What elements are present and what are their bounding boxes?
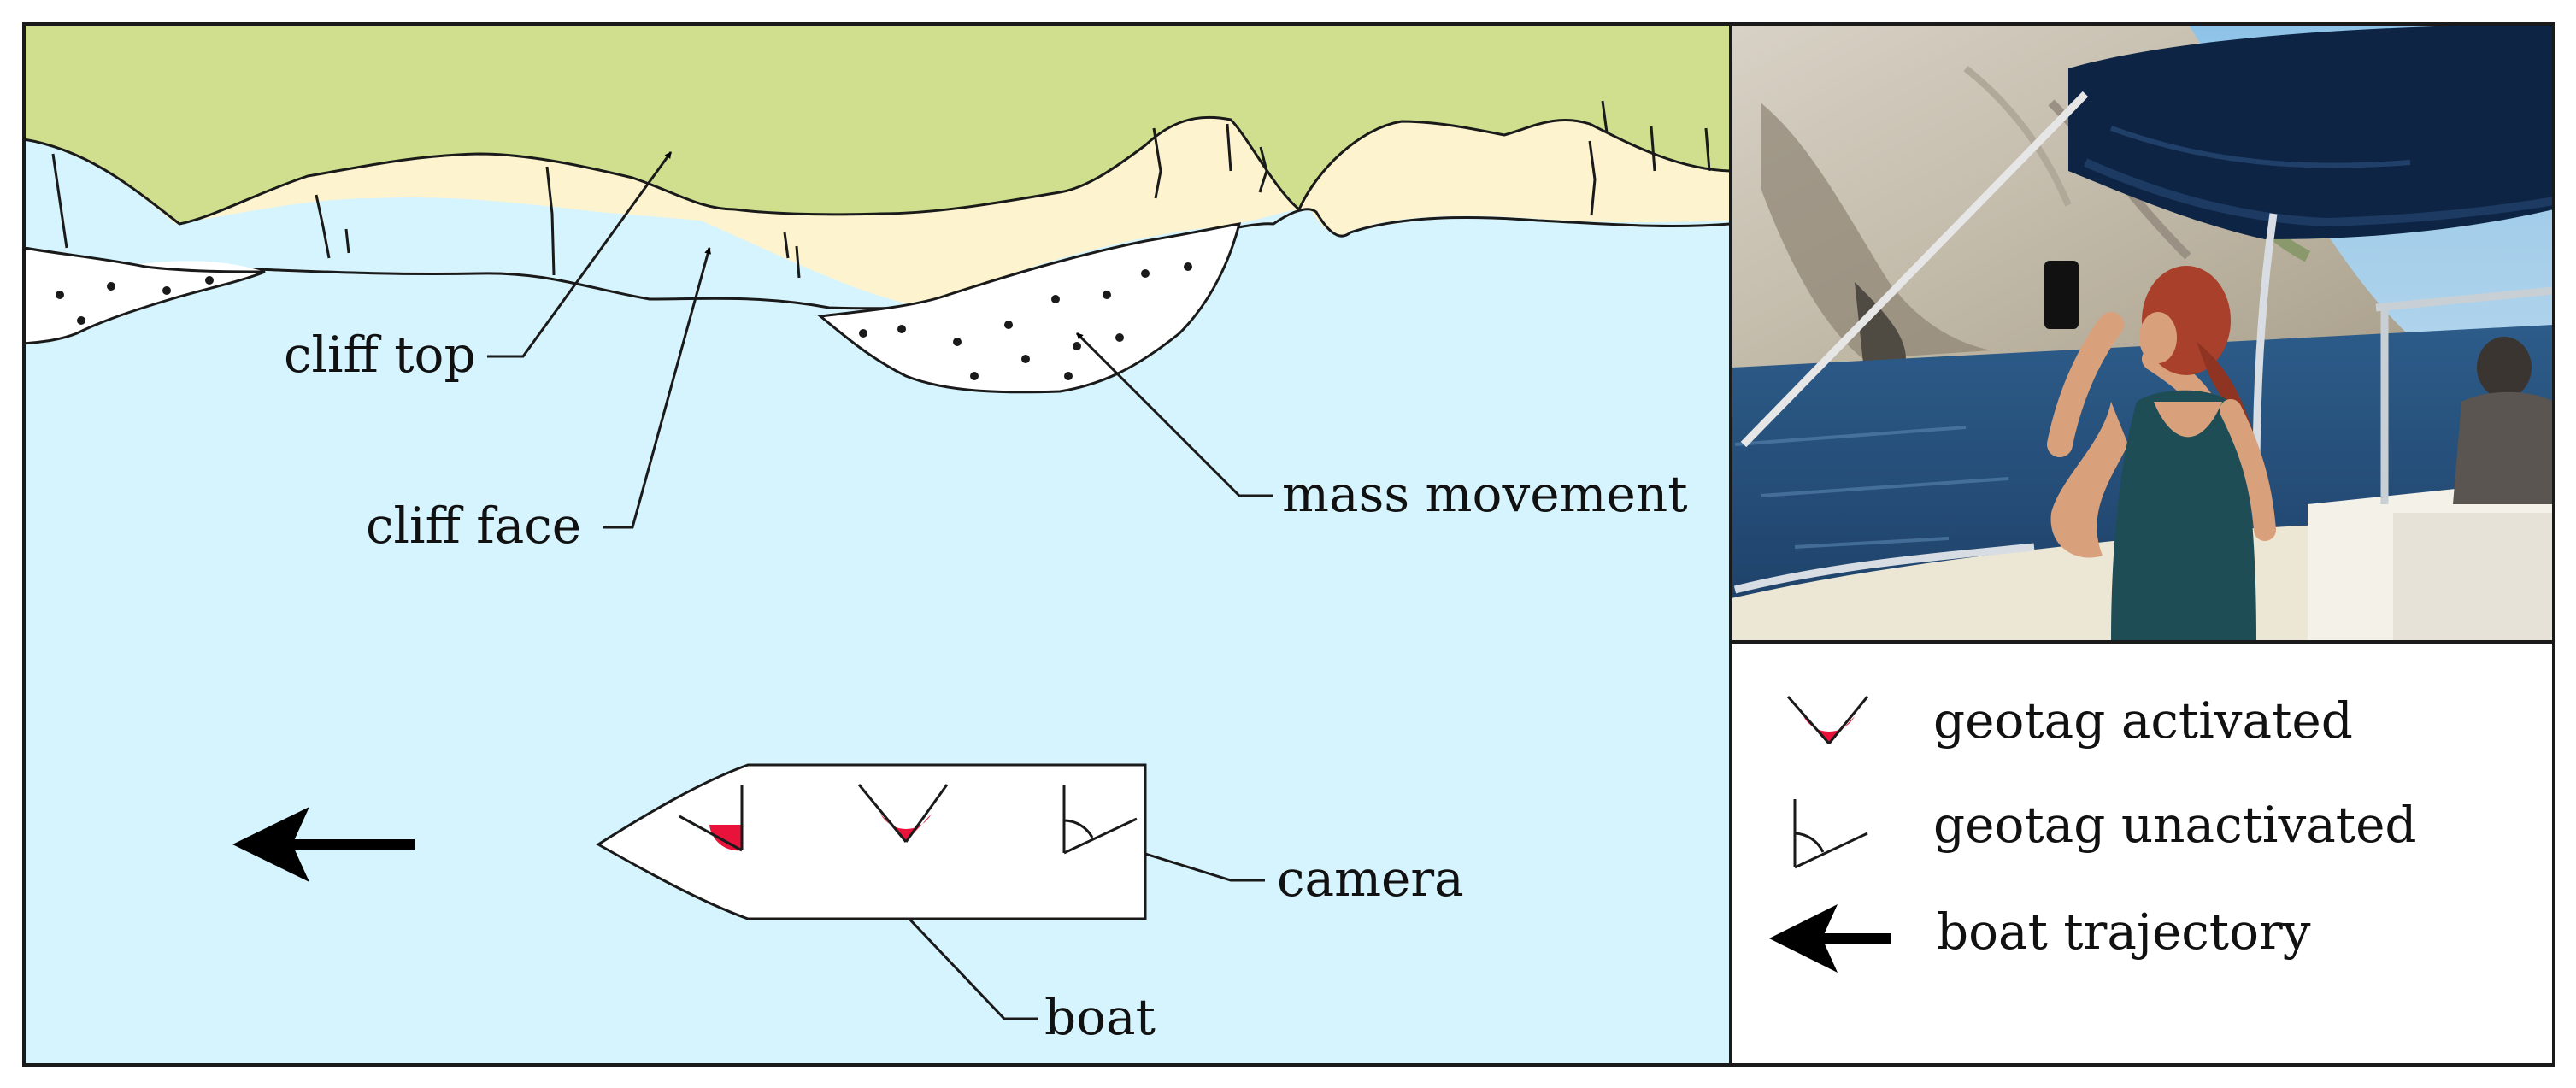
- label-cliff-face: cliff face: [366, 497, 581, 555]
- debris-deposit-main: [817, 222, 1242, 394]
- panel-borders: [22, 22, 2555, 1067]
- legend-label-unactivated: geotag unactivated: [1933, 796, 2417, 854]
- legend-label-trajectory: boat trajectory: [1937, 903, 2311, 961]
- camera-activated-icon: [1786, 696, 1869, 744]
- debris-dots-main: [859, 262, 1192, 380]
- arrow-left-icon: [1769, 904, 1891, 973]
- label-cliff-top: cliff top: [284, 326, 476, 384]
- label-boat: boat: [1044, 988, 1156, 1046]
- cliff-face-leader: [603, 247, 711, 529]
- cliff-face-area: [24, 117, 1730, 308]
- boat-hull: [596, 763, 1147, 920]
- camera-unactivated-icon: [1062, 785, 1138, 855]
- mass-movement-leader: [1075, 332, 1273, 497]
- camera-activated-icon: [679, 785, 744, 852]
- camera-leader: [1106, 840, 1265, 882]
- camera-unactivated-icon: [1793, 799, 1868, 869]
- label-leaders: [487, 151, 1273, 1020]
- debris-dots-left: [56, 276, 214, 325]
- label-mass-movement: mass movement: [1282, 465, 1688, 523]
- cliff-crack-lines: [51, 100, 1711, 279]
- cliff-top-edge: [23, 115, 1731, 226]
- cliff-top-leader: [487, 151, 673, 358]
- boat-trajectory-arrow: [232, 807, 415, 882]
- legend-label-activated: geotag activated: [1933, 691, 2353, 750]
- camera-activated-icon: [857, 784, 949, 843]
- photo-woman-photographing-cliff-from-boat: [1732, 24, 2554, 641]
- legend-panel: geotag activated geotag unactivated boat…: [1732, 643, 2554, 1065]
- main-diagram-panel: cliff top cliff face mass movement camer…: [23, 24, 1731, 1065]
- cliff-top-area: [24, 24, 1730, 224]
- label-camera: camera: [1277, 850, 1464, 908]
- boat-leader: [887, 896, 1038, 1020]
